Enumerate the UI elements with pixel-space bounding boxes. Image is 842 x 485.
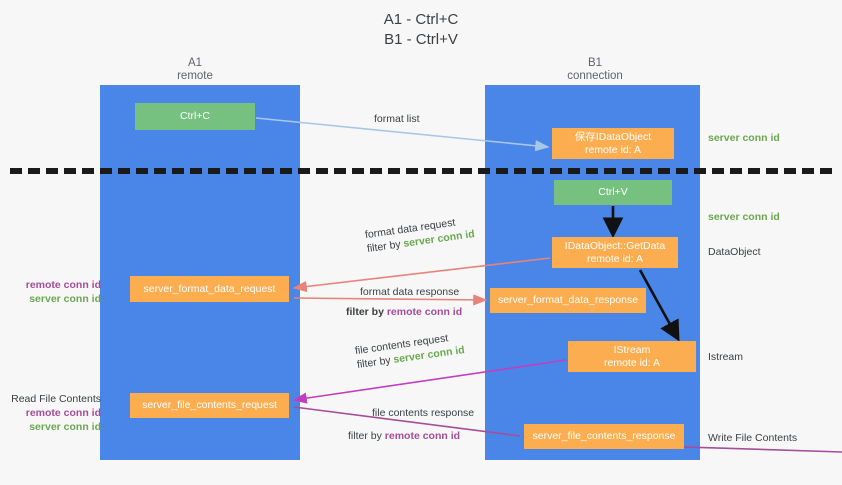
- annotation-data-object: DataObject: [708, 246, 761, 258]
- lane-header-b1: B1 connection: [567, 57, 623, 82]
- lane-header-a1: A1 remote: [177, 57, 213, 82]
- filter-prefix: filter by: [348, 430, 385, 442]
- node-ctrl-c[interactable]: Ctrl+C: [135, 103, 255, 130]
- annotation-remote-conn-id: remote conn id: [25, 407, 101, 419]
- annotation-server-conn-id-top: server conn id: [708, 132, 780, 144]
- label-file-contents-response-line1: file contents response: [372, 407, 475, 419]
- filter-prefix: filter by: [356, 354, 395, 372]
- filter-prefix: filter by: [346, 306, 387, 318]
- time-divider: [10, 168, 832, 174]
- annotation-conn-ids-bottom: remote conn id server conn id: [8, 406, 101, 434]
- annotation-conn-ids-top: remote conn id server conn id: [8, 278, 101, 306]
- label-file-contents-response-filter: filter by remote conn id: [348, 420, 474, 443]
- node-server-file-contents-request[interactable]: server_file_contents_request: [130, 393, 289, 418]
- annotation-remote-conn-id: remote conn id: [25, 279, 101, 291]
- node-ctrl-v[interactable]: Ctrl+V: [554, 180, 672, 205]
- label-format-data-response-filter: filter by remote conn id: [336, 299, 462, 319]
- annotation-server-conn-id-mid: server conn id: [708, 211, 780, 223]
- annotation-istream: Istream: [708, 351, 744, 363]
- annotation-write-file-contents: Write File Contents: [708, 432, 798, 444]
- label-file-contents-response: file contents response filter by remote …: [348, 406, 474, 443]
- filter-prefix: filter by: [366, 238, 405, 256]
- diagram-title: A1 - Ctrl+C B1 - Ctrl+V: [383, 11, 459, 48]
- label-format-list: format list: [374, 113, 420, 125]
- annotation-server-conn-id: server conn id: [29, 293, 101, 305]
- node-server-format-data-request[interactable]: server_format_data_request: [130, 276, 289, 302]
- filter-value-remote-conn-id: remote conn id: [386, 306, 463, 318]
- label-format-data-response-line1: format data response: [360, 286, 460, 298]
- node-server-format-data-response[interactable]: server_format_data_response: [490, 288, 646, 313]
- annotation-server-conn-id: server conn id: [29, 421, 101, 433]
- annotation-read-file-contents: Read File Contents: [11, 393, 101, 405]
- filter-value-remote-conn-id: remote conn id: [384, 430, 461, 442]
- label-format-data-request: format data request filter by server con…: [364, 213, 475, 256]
- node-istream[interactable]: IStream remote id: A: [568, 341, 696, 372]
- label-format-data-response: format data response filter by remote co…: [336, 285, 462, 319]
- node-data-object[interactable]: 保存IDataObject remote id: A: [552, 128, 674, 159]
- label-file-contents-request: file contents request filter by server c…: [354, 329, 465, 372]
- node-idataobject-getdata[interactable]: IDataObject::GetData remote id: A: [552, 237, 678, 268]
- node-server-file-contents-response[interactable]: server_file_contents_response: [524, 424, 684, 449]
